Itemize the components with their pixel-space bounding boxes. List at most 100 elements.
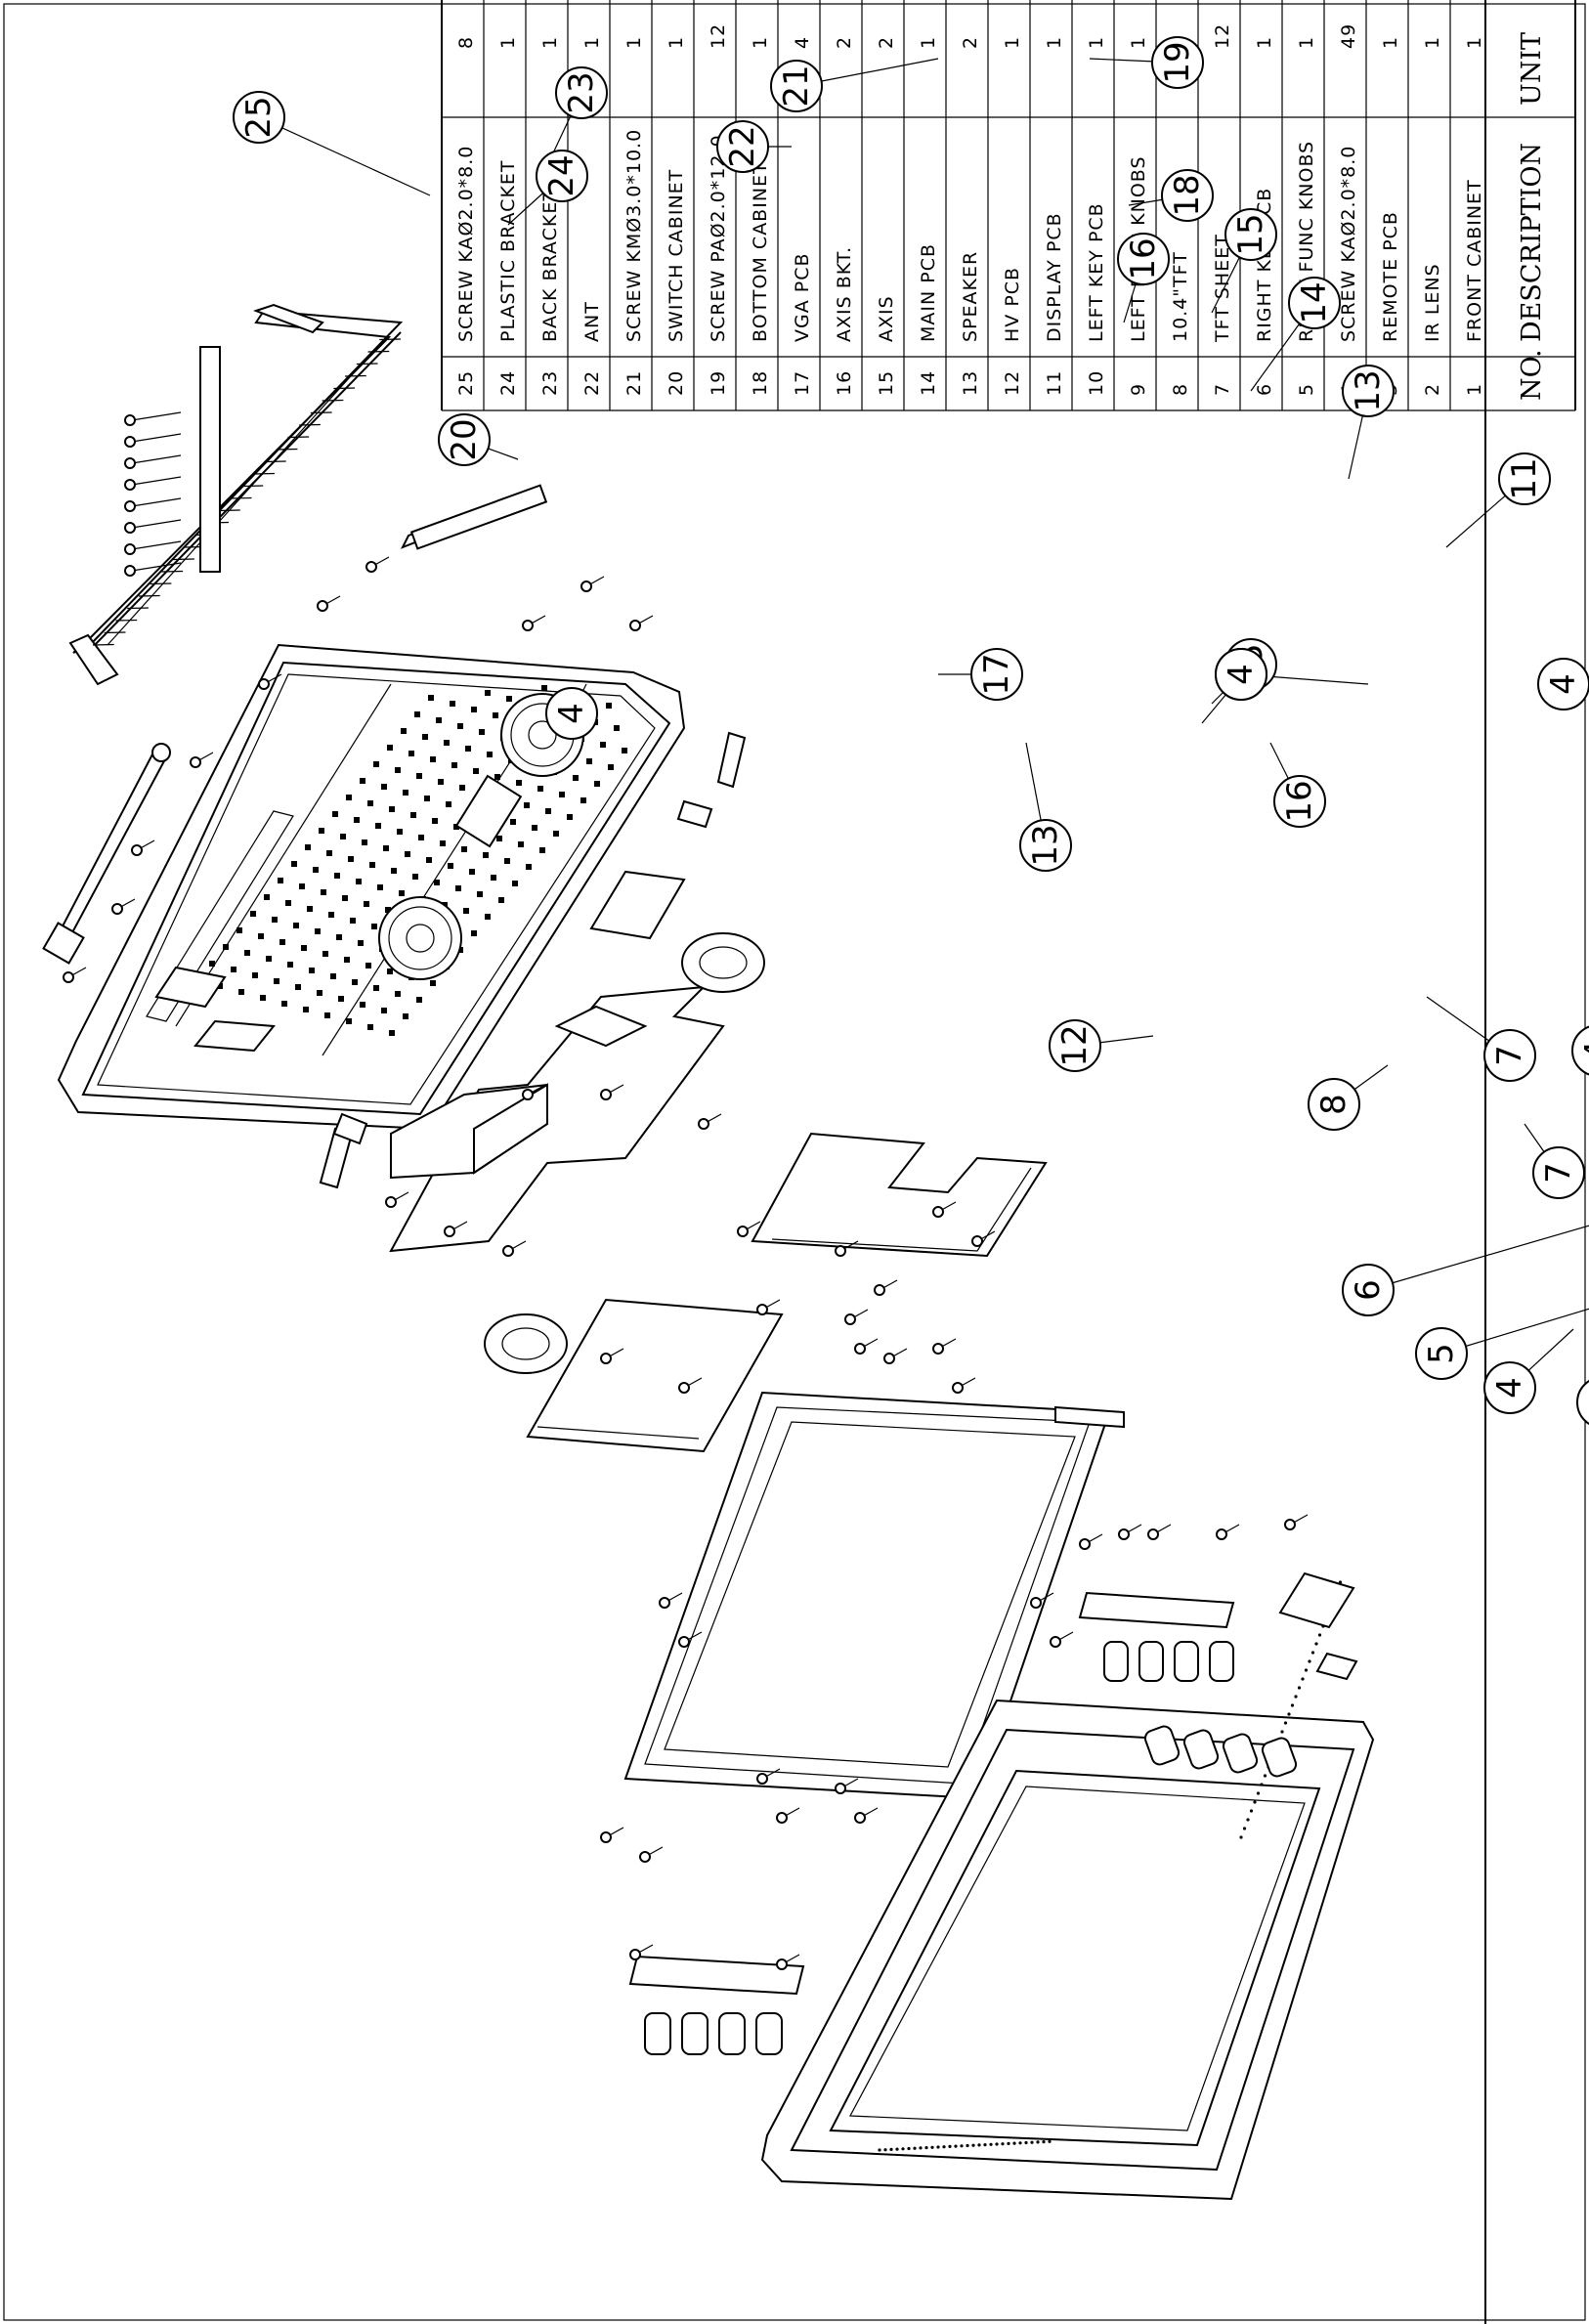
table-cell-no: 8 [1170, 383, 1191, 396]
svg-text:4: 4 [552, 703, 591, 724]
svg-text:19: 19 [1158, 41, 1197, 83]
table-cell-description: BACK BRACKET [539, 189, 561, 342]
svg-text:20: 20 [445, 418, 484, 460]
table-cell-description: HV PCB [1002, 267, 1023, 342]
table-cell-no: 24 [497, 370, 519, 396]
table-cell-description: IR LENS [1422, 263, 1443, 342]
callout-5: 5 [1415, 1327, 1468, 1380]
callout-23: 23 [555, 66, 608, 119]
table-cell-no: 7 [1212, 383, 1233, 396]
table-cell-description: FRONT CABINET [1464, 179, 1485, 342]
svg-text:22: 22 [723, 125, 762, 167]
table-cell-no: 23 [539, 370, 561, 396]
table-cell-no: 10 [1086, 370, 1107, 396]
table-cell-unit: 1 [1380, 36, 1401, 49]
table-cell-unit: 1 [1044, 36, 1065, 49]
table-cell-unit: 1 [497, 36, 519, 49]
callout-7: 7 [1483, 1029, 1536, 1082]
svg-text:3: 3 [1583, 1392, 1589, 1413]
table-cell-no: 11 [1044, 370, 1065, 396]
bottom-cabinet [57, 643, 686, 1131]
table-cell-unit: 1 [1128, 36, 1149, 49]
table-cell-no: 5 [1296, 383, 1317, 396]
table-cell-unit: 1 [1422, 36, 1443, 49]
table-cell-unit: 4 [792, 36, 813, 49]
front-cabinet [760, 1580, 1375, 2201]
table-cell-unit: 49 [1338, 23, 1359, 49]
table-cell-no: 18 [750, 370, 771, 396]
callout-4: 4 [1483, 1361, 1536, 1414]
table-cell-unit: 1 [539, 36, 561, 49]
table-cell-description: MAIN PCB [918, 243, 939, 342]
table-cell-no: 22 [581, 370, 603, 396]
table-cell-description: AXIS BKT. [834, 246, 855, 342]
svg-text:7: 7 [1490, 1045, 1529, 1066]
table-cell-no: 9 [1128, 383, 1149, 396]
table-cell-description: SCREW KAØ2.0*8.0 [455, 146, 477, 342]
screws [63, 556, 1309, 1970]
svg-text:11: 11 [1505, 457, 1544, 499]
callout-4: 4 [1537, 658, 1589, 710]
callout-balloons: 2523242221204171516131918161514412131148… [233, 36, 1589, 1426]
table-cell-unit: 2 [876, 36, 897, 49]
callout-3: 3 [1576, 1379, 1589, 1426]
callout-4: 4 [1215, 648, 1267, 701]
main-pcb [389, 985, 725, 1253]
svg-text:25: 25 [239, 96, 279, 138]
table-header-unit: UNIT [1517, 32, 1547, 106]
svg-text:17: 17 [977, 653, 1016, 695]
callout-25: 25 [233, 91, 285, 144]
table-cell-no: 21 [623, 370, 645, 396]
table-header-description: DESCRIPTION [1517, 143, 1547, 342]
table-cell-unit: 12 [1212, 23, 1233, 49]
table-cell-description: VGA PCB [792, 252, 813, 342]
table-cell-unit: 2 [960, 36, 981, 49]
svg-text:4: 4 [1222, 664, 1261, 685]
back-bracket-assembly [68, 303, 404, 686]
table-cell-description: SCREW PAØ2.0*12.0 [708, 134, 729, 342]
callout-12: 12 [1049, 1019, 1101, 1072]
svg-text:4: 4 [1490, 1377, 1529, 1399]
switch-cabinet [400, 484, 548, 550]
callout-13: 13 [1019, 819, 1072, 872]
table-cell-no: 20 [666, 370, 687, 396]
callout-20: 20 [438, 413, 491, 466]
callout-24: 24 [536, 150, 588, 202]
table-cell-description: AXIS [876, 295, 897, 342]
axis-parts [319, 731, 747, 1189]
svg-text:7: 7 [1539, 1162, 1578, 1184]
callout-16: 16 [1273, 775, 1326, 828]
table-cell-description: SCREW KMØ3.0*10.0 [623, 129, 645, 342]
callout-19: 19 [1151, 36, 1204, 89]
callout-4: 4 [545, 687, 598, 740]
table-cell-unit: 8 [455, 36, 477, 49]
callout-7: 7 [1532, 1146, 1585, 1199]
vga-pcb [589, 870, 686, 940]
svg-text:15: 15 [1231, 213, 1270, 255]
table-cell-no: 12 [1002, 370, 1023, 396]
table-cell-description: ANT [581, 301, 603, 342]
table-cell-no: 13 [960, 370, 981, 396]
svg-text:4: 4 [1544, 673, 1583, 695]
table-cell-unit: 1 [1464, 36, 1485, 49]
table-cell-no: 15 [876, 370, 897, 396]
table-cell-unit: 1 [1254, 36, 1275, 49]
table-cell-description: TFT SHEET [1212, 234, 1233, 343]
callout-14: 14 [1288, 277, 1341, 329]
table-cell-unit: 1 [623, 36, 645, 49]
callout-13: 13 [1342, 365, 1395, 417]
table-cell-no: 2 [1422, 383, 1443, 396]
table-cell-no: 6 [1254, 383, 1275, 396]
table-cell-description: DISPLAY PCB [1044, 212, 1065, 342]
table-cell-unit: 1 [666, 36, 687, 49]
svg-text:16: 16 [1280, 780, 1319, 822]
antenna [42, 743, 171, 965]
svg-text:4: 4 [1578, 1040, 1589, 1061]
svg-text:8: 8 [1314, 1094, 1353, 1115]
table-cell-no: 1 [1464, 383, 1485, 396]
callout-15: 15 [1224, 208, 1277, 261]
drawing-border [3, 3, 1586, 2321]
svg-text:21: 21 [777, 65, 816, 107]
